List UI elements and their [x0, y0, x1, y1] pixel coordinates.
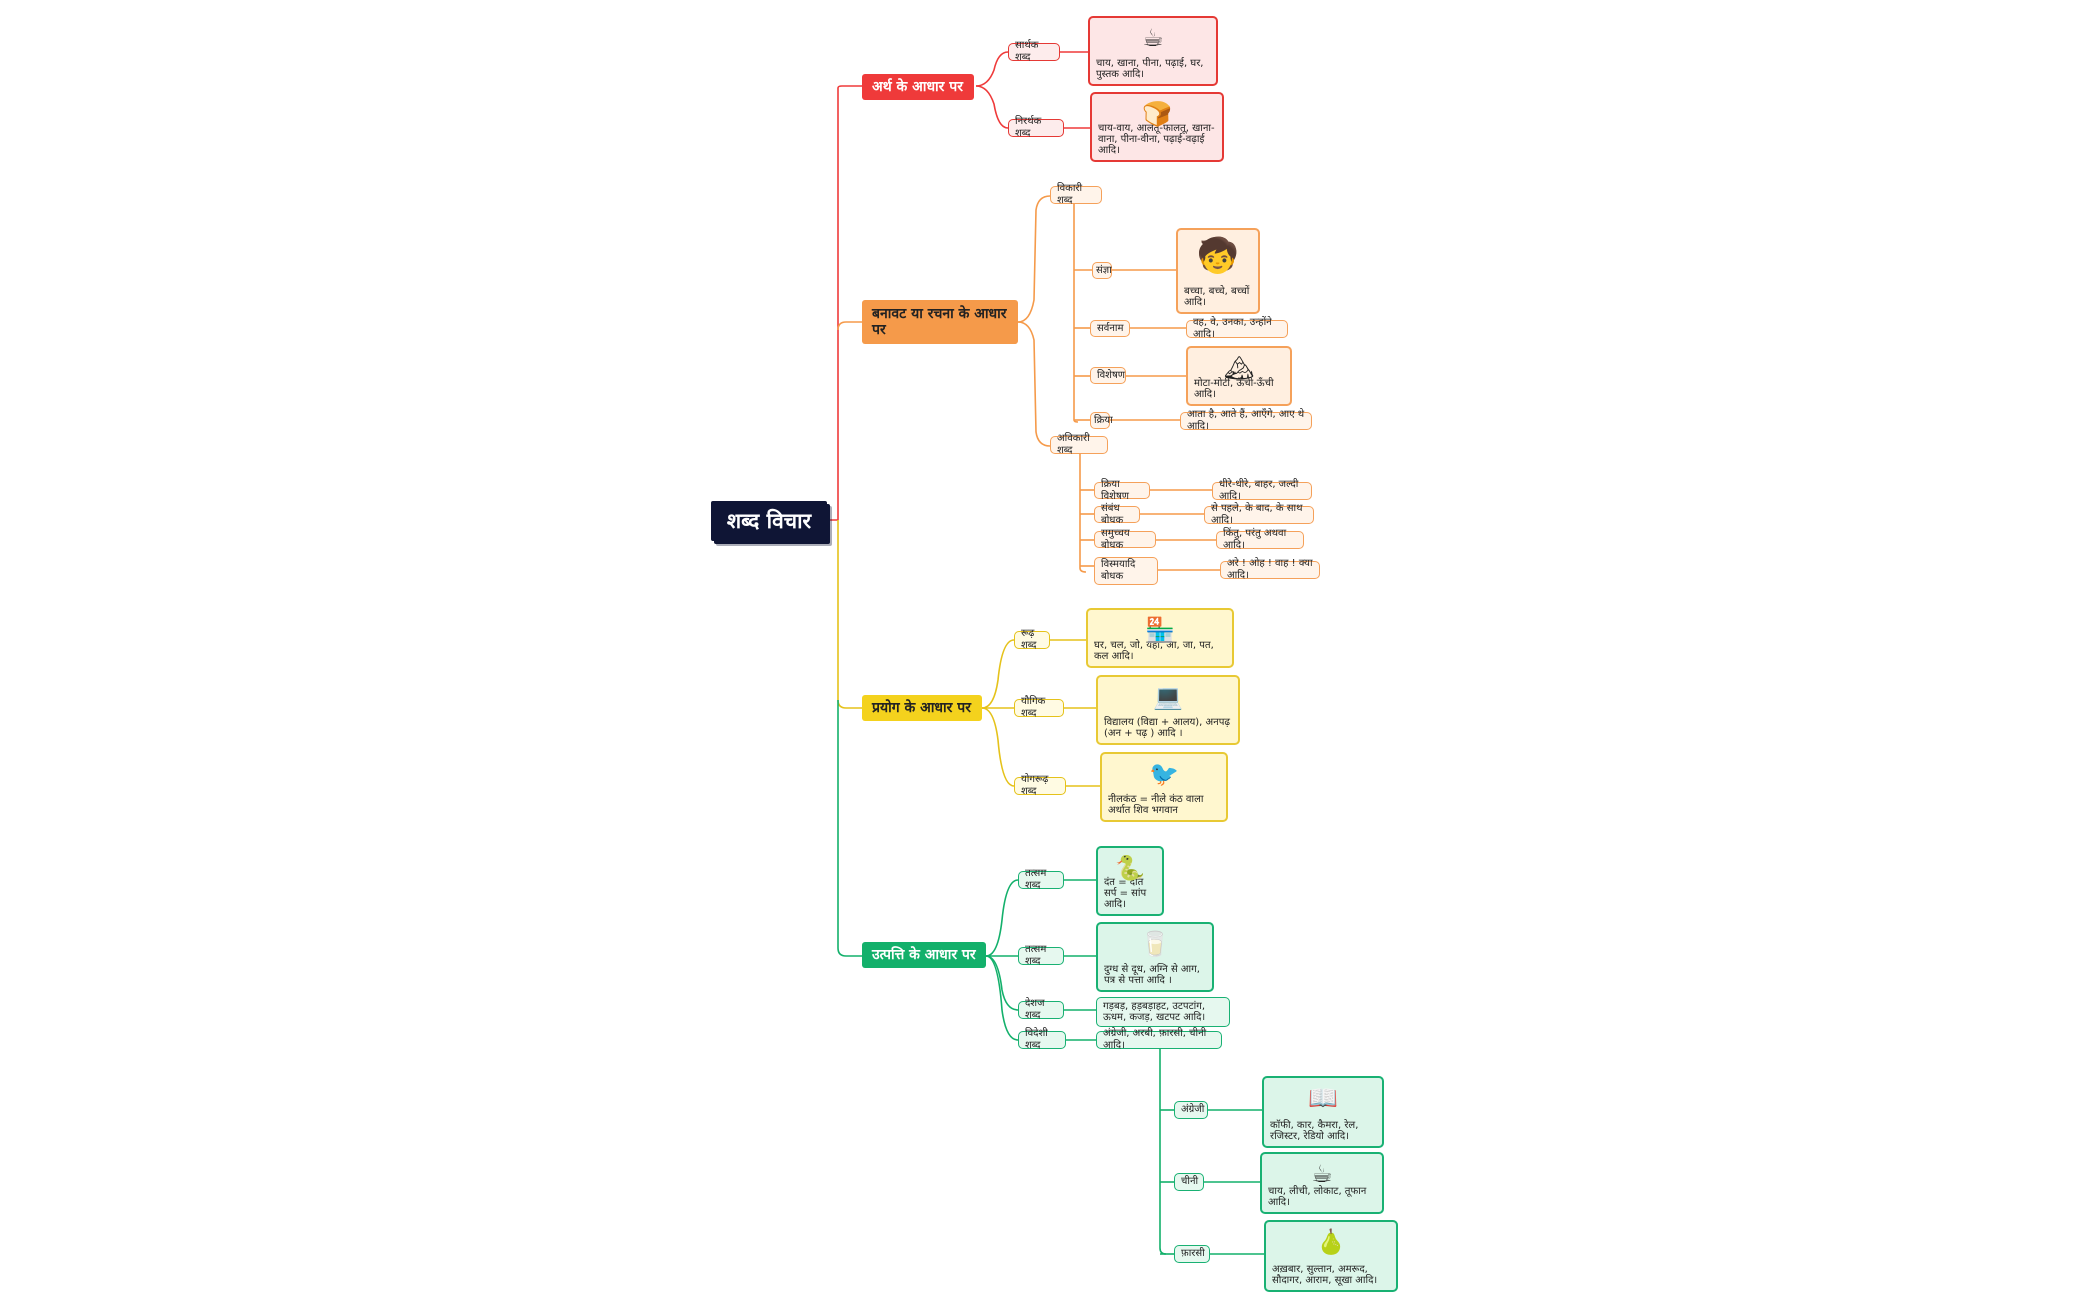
card-visheshan[interactable]: 🏔 मोटा-मोटी, ऊँची-ऊँची आदि। — [1186, 346, 1292, 406]
shop-icon: 🏪 — [1145, 616, 1175, 644]
node-tatsam-1[interactable]: तत्सम शब्द — [1018, 868, 1064, 891]
branch-origin[interactable]: उत्पत्ति के आधार पर — [862, 942, 986, 968]
card-text: दुग्ध से दूध, अग्नि से आग, पत्र से पत्ता… — [1104, 964, 1200, 986]
node-visheshan[interactable]: विशेषण — [1090, 367, 1126, 384]
node-deshaj[interactable]: देशज शब्द — [1018, 998, 1064, 1021]
card-nirarthak[interactable]: 🍞 चाय-वाय, आलतू-फालतू, खाना-वाना, पीना-व… — [1090, 92, 1224, 162]
card-videshi[interactable]: अंग्रेजी, अरबी, फ़ारसी, चीनी आदि। — [1096, 1028, 1222, 1051]
node-sarthak[interactable]: सार्थक शब्द — [1008, 40, 1060, 63]
node-rudh[interactable]: रूढ़ शब्द — [1014, 628, 1050, 651]
card-text: मोटा-मोटी, ऊँची-ऊँची आदि। — [1194, 378, 1274, 400]
card-kriya[interactable]: आता है, आते हैं, आएँगे, आए थे आदि। — [1180, 409, 1312, 432]
node-vismayadi-bodhak[interactable]: विस्मयादि बोधक — [1094, 557, 1158, 585]
card-tatsam-2[interactable]: 🥛 दुग्ध से दूध, अग्नि से आग, पत्र से पत्… — [1096, 922, 1214, 992]
node-videshi[interactable]: विदेशी शब्द — [1018, 1028, 1066, 1051]
node-kriya-visheshan[interactable]: क्रिया विशेषण — [1094, 479, 1150, 502]
node-tatsam-2[interactable]: तत्सम शब्द — [1018, 944, 1064, 967]
branch-structure[interactable]: बनावट या रचना के आधार पर — [862, 300, 1018, 344]
node-chini[interactable]: चीनी — [1174, 1173, 1204, 1191]
bread-icon: 🍞 — [1142, 100, 1172, 128]
root-node[interactable]: शब्द विचार — [711, 501, 827, 541]
node-farsi[interactable]: फ़ारसी — [1174, 1245, 1210, 1263]
card-text-line-2: सर्प = सांप आदि। — [1104, 888, 1147, 910]
card-text: चाय-वाय, आलतू-फालतू, खाना-वाना, पीना-वीन… — [1098, 123, 1215, 156]
card-vismayadi-bodhak[interactable]: अरे ! ओह ! वाह ! क्या आदि। — [1220, 558, 1320, 581]
card-deshaj[interactable]: गड़बड़, हड़बड़ाहट, उटपटांग, ऊधम, कजड़, ख… — [1096, 997, 1230, 1027]
card-chini[interactable]: ☕ चाय, लीची, लोकाट, तूफान आदि। — [1260, 1152, 1384, 1214]
node-nirarthak[interactable]: निरर्थक शब्द — [1008, 116, 1064, 139]
branch-meaning[interactable]: अर्थ के आधार पर — [862, 74, 974, 100]
card-sarthak[interactable]: ☕ चाय, खाना, पीना, पढ़ाई, घर, पुस्तक आदि… — [1088, 16, 1218, 86]
card-text: कॉफी, कार, कैमरा, रेल, रजिस्टर, रेडियो आ… — [1270, 1120, 1359, 1142]
node-kriya[interactable]: क्रिया — [1090, 412, 1113, 429]
card-kriya-visheshan[interactable]: धीरे-धीरे, बाहर, जल्दी आदि। — [1212, 479, 1312, 502]
node-sambandh-bodhak[interactable]: संबंध बोधक — [1094, 503, 1140, 526]
card-text: बच्चा, बच्चे, बच्चों आदि। — [1184, 286, 1250, 308]
node-vikari[interactable]: विकारी शब्द — [1050, 183, 1102, 206]
tea-cup-icon: ☕ — [1311, 1160, 1333, 1188]
card-text: चाय, खाना, पीना, पढ़ाई, घर, पुस्तक आदि। — [1096, 58, 1204, 80]
card-text: चाय, लीची, लोकाट, तूफान आदि। — [1268, 1186, 1367, 1208]
node-angreji[interactable]: अंग्रेजी — [1174, 1101, 1208, 1119]
bird-icon: 🐦 — [1149, 760, 1179, 788]
card-text: अख़बार, सुल्तान, अमरूद, सौदागर, आराम, सू… — [1272, 1264, 1378, 1286]
node-samuchchay-bodhak[interactable]: समुच्चय बोधक — [1094, 528, 1156, 551]
node-sangya[interactable]: संज्ञा — [1092, 262, 1112, 279]
milk-icon: 🥛 — [1140, 930, 1170, 958]
card-sambandh-bodhak[interactable]: से पहले, के बाद, के साथ आदि। — [1204, 503, 1314, 526]
node-yaugik[interactable]: यौगिक शब्द — [1014, 696, 1064, 719]
card-tatsam-1[interactable]: 🐍 दंत = दांत सर्प = सांप आदि। — [1096, 846, 1164, 916]
child-icon: 🧒 — [1196, 236, 1240, 276]
card-text: विद्यालय (विद्या + आलय), अनपढ़ (अन + पढ़… — [1104, 717, 1231, 739]
node-yogrudh[interactable]: योगरूढ़ शब्द — [1014, 774, 1066, 797]
mountain-icon: 🏔 — [1223, 354, 1255, 382]
card-sangya[interactable]: 🧒 बच्चा, बच्चे, बच्चों आदि। — [1176, 228, 1260, 314]
pear-icon: 🍐 — [1316, 1228, 1346, 1256]
card-text: नीलकंठ = नीले कंठ वाला अर्थात शिव भगवान — [1108, 794, 1204, 816]
branch-usage[interactable]: प्रयोग के आधार पर — [862, 695, 982, 721]
card-farsi[interactable]: 🍐 अख़बार, सुल्तान, अमरूद, सौदागर, आराम, … — [1264, 1220, 1398, 1292]
card-text: घर, चल, जो, यहाँ, आ, जा, पत, कल आदि। — [1094, 640, 1214, 662]
laptop-icon: 💻 — [1153, 683, 1183, 711]
card-angreji[interactable]: 📖 कॉफी, कार, कैमरा, रेल, रजिस्टर, रेडियो… — [1262, 1076, 1384, 1148]
card-sarvanam[interactable]: वह, वे, उनका, उन्होंने आदि। — [1186, 317, 1288, 340]
card-text-line-1: दंत = दांत — [1104, 877, 1144, 888]
book-icon: 📖 — [1308, 1084, 1338, 1112]
card-rudh[interactable]: 🏪 घर, चल, जो, यहाँ, आ, जा, पत, कल आदि। — [1086, 608, 1234, 668]
card-yaugik[interactable]: 💻 विद्यालय (विद्या + आलय), अनपढ़ (अन + प… — [1096, 675, 1240, 745]
node-avikari[interactable]: अविकारी शब्द — [1050, 433, 1108, 456]
snake-icon: 🐍 — [1115, 854, 1145, 882]
card-samuchchay-bodhak[interactable]: किंतु, परंतु अथवा आदि। — [1216, 528, 1304, 551]
card-yogrudh[interactable]: 🐦 नीलकंठ = नीले कंठ वाला अर्थात शिव भगवा… — [1100, 752, 1228, 822]
tea-cup-icon: ☕ — [1142, 24, 1164, 52]
node-sarvanam[interactable]: सर्वनाम — [1090, 320, 1130, 337]
